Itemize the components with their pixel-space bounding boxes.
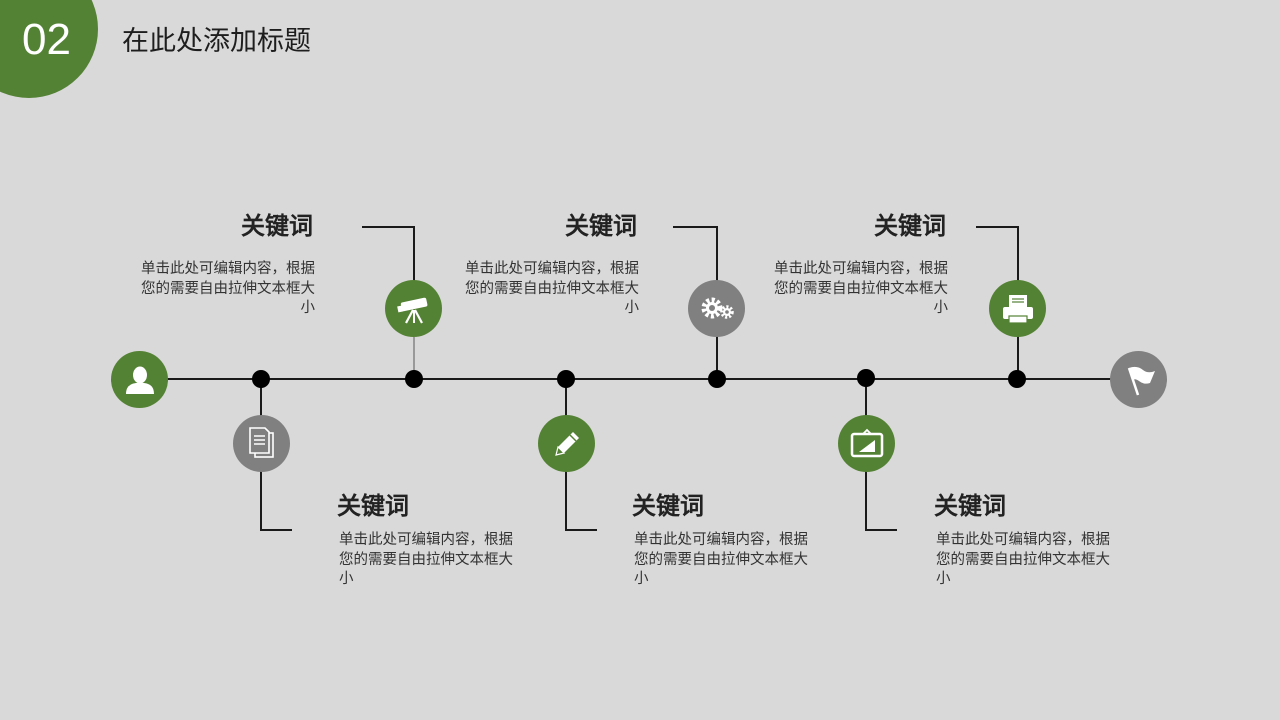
section-number: 02 bbox=[22, 15, 71, 64]
page-title: 在此处添加标题 bbox=[122, 26, 311, 57]
description-6: 单击此处可编辑内容，根据您的需要自由拉伸文本框大小 bbox=[774, 261, 948, 316]
timeline-end bbox=[1110, 351, 1167, 408]
timeline-dot-5 bbox=[857, 369, 875, 387]
telescope-icon bbox=[396, 297, 427, 324]
keyword-4: 关键词 bbox=[565, 212, 637, 240]
timeline-node-4 bbox=[688, 280, 745, 337]
timeline-start bbox=[111, 351, 168, 408]
timeline-dot-4 bbox=[708, 370, 726, 388]
keyword-2: 关键词 bbox=[241, 212, 313, 240]
keyword-6: 关键词 bbox=[874, 212, 946, 240]
printer-icon bbox=[1002, 294, 1033, 324]
description-2: 单击此处可编辑内容，根据您的需要自由拉伸文本框大小 bbox=[141, 261, 315, 316]
keyword-3: 关键词 bbox=[632, 492, 704, 520]
user-icon bbox=[125, 366, 154, 394]
monitor-icon bbox=[850, 428, 883, 457]
description-5: 单击此处可编辑内容，根据您的需要自由拉伸文本框大小 bbox=[936, 532, 1110, 587]
document-icon bbox=[248, 426, 274, 458]
timeline-dot-1 bbox=[252, 370, 270, 388]
gears-icon bbox=[701, 297, 734, 319]
timeline-node-5 bbox=[838, 415, 895, 472]
timeline-dot-6 bbox=[1008, 370, 1026, 388]
pencil-icon bbox=[554, 431, 579, 456]
connector-2 bbox=[362, 226, 415, 281]
description-3: 单击此处可编辑内容，根据您的需要自由拉伸文本框大小 bbox=[634, 532, 808, 587]
timeline-node-1 bbox=[233, 415, 290, 472]
description-4: 单击此处可编辑内容，根据您的需要自由拉伸文本框大小 bbox=[465, 261, 639, 316]
keyword-1: 关键词 bbox=[337, 492, 409, 520]
timeline-dot-3 bbox=[557, 370, 575, 388]
timeline-node-3 bbox=[538, 415, 595, 472]
timeline-node-2 bbox=[385, 280, 442, 337]
timeline-node-6 bbox=[989, 280, 1046, 337]
description-1: 单击此处可编辑内容，根据您的需要自由拉伸文本框大小 bbox=[339, 532, 513, 587]
flag-icon bbox=[1127, 366, 1155, 395]
timeline-dot-2 bbox=[405, 370, 423, 388]
keyword-5: 关键词 bbox=[934, 492, 1006, 520]
